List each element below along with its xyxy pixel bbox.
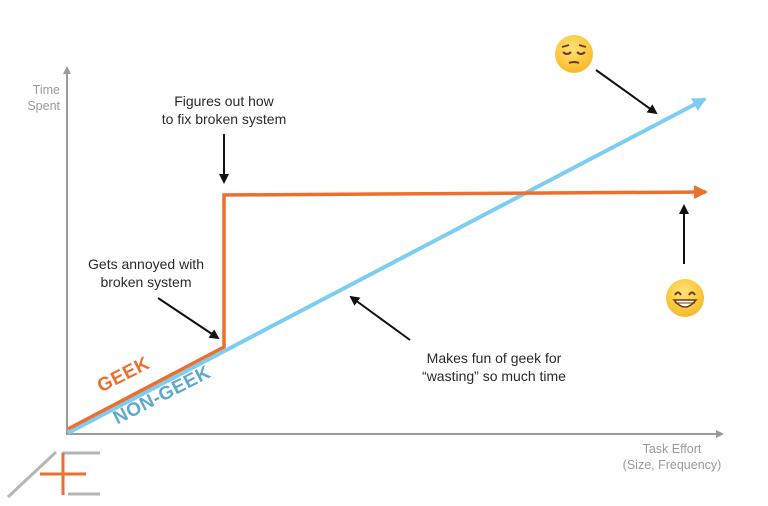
fix-annotation-line2: to fix broken system [161,111,287,127]
x-axis-label-line2: (Size, Frequency) [622,458,722,472]
mock-arrow [349,295,411,341]
fix-annotation: Figures out how to fix broken system [144,92,304,128]
mock-annotation-line2: “wasting” so much time [422,368,566,384]
annoyed-annotation-line1: Gets annoyed with [88,256,204,272]
grinning-face-icon [666,279,704,317]
pensive-face-icon [555,35,593,73]
ae-logo [6,450,100,499]
mock-annotation: Makes fun of geek for “wasting” so much … [404,349,584,385]
y-axis-label: Time Spent [26,82,60,114]
x-axis-label: Task Effort (Size, Frequency) [612,441,732,473]
fix-annotation-line1: Figures out how [174,93,274,109]
sad-arrow [595,69,658,115]
x-axis-label-line1: Task Effort [642,442,702,456]
y-axis-label-line2: Spent [27,99,60,113]
annoyed-arrow [157,297,220,340]
mock-annotation-line1: Makes fun of geek for [426,350,562,366]
annoyed-annotation-line2: broken system [100,274,192,290]
annoyed-annotation: Gets annoyed with broken system [66,255,226,291]
non-geek-line [67,97,707,435]
y-axis-label-line1: Time [32,83,60,97]
geek-line [67,185,708,431]
